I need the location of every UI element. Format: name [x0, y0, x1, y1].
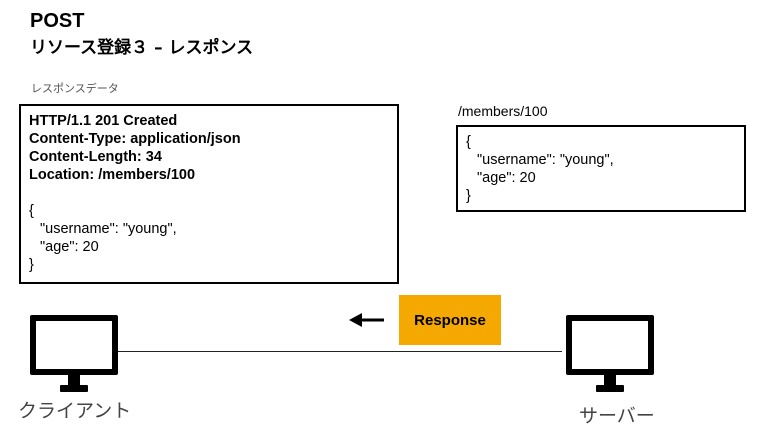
stored-resource-box: { "username": "young", "age": 20 } — [456, 125, 746, 212]
server-label: サーバー — [579, 405, 655, 427]
server-monitor-icon — [566, 315, 654, 393]
content-length-header: Content-Length: 34 — [29, 149, 162, 165]
connection-line — [118, 351, 562, 352]
resource-close-brace: } — [466, 188, 471, 204]
header-body-separator — [21, 184, 397, 202]
location-value: /members/100 — [98, 167, 196, 183]
json-age-line: "age": 20 — [40, 239, 99, 255]
arrow-left-icon — [349, 313, 384, 327]
response-message-chip: Response — [399, 295, 501, 345]
resource-age-line: "age": 20 — [477, 170, 536, 186]
json-close-brace: } — [29, 257, 34, 273]
client-label: クライアント — [18, 400, 132, 422]
server-screen — [566, 315, 654, 375]
location-header: Location: /members/100 — [21, 166, 397, 184]
http-response-message: HTTP/1.1 201 Created Content-Type: appli… — [19, 104, 399, 284]
status-line: HTTP/1.1 201 Created — [29, 113, 178, 129]
json-open-brace: { — [29, 203, 34, 219]
response-data-caption: レスポンスデータ — [31, 82, 119, 95]
client-screen — [30, 315, 118, 375]
json-username-line: "username": "young", — [40, 221, 177, 237]
content-type-header: Content-Type: application/json — [29, 131, 241, 147]
client-monitor-icon — [30, 315, 118, 393]
location-key: Location: — [29, 167, 99, 183]
slide-subtitle: リソース登録３ – レスポンス — [30, 38, 254, 58]
resource-username-line: "username": "young", — [477, 152, 614, 168]
slide-title: POST — [30, 10, 85, 32]
response-label: Response — [414, 311, 486, 329]
resource-open-brace: { — [466, 134, 471, 150]
resource-path-label: /members/100 — [458, 103, 548, 119]
